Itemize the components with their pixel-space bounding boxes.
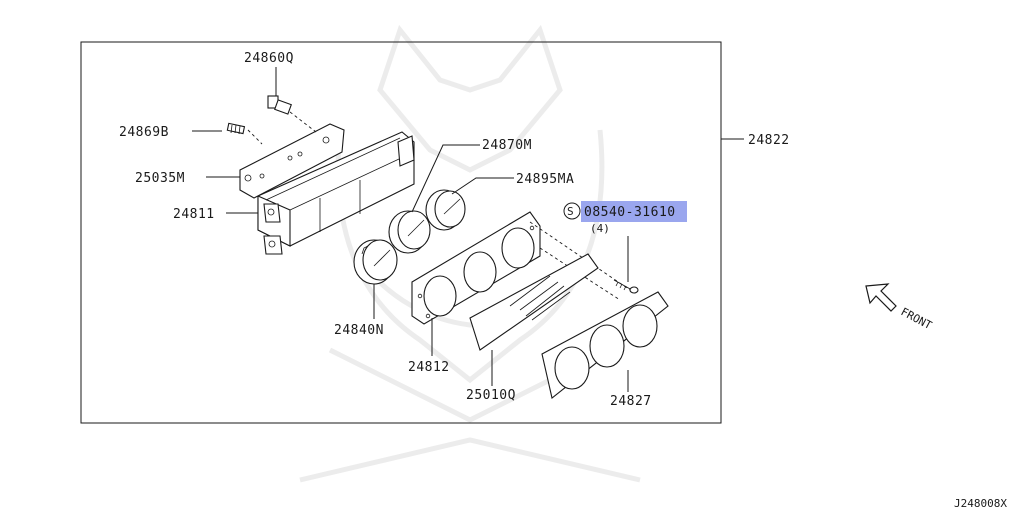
label-24811: 24811: [173, 207, 215, 222]
label-24860Q: 24860Q: [244, 51, 294, 66]
label-24812: 24812: [408, 360, 450, 375]
diagram-code: J248008X: [954, 497, 1007, 510]
gauges-drawing: [353, 189, 466, 285]
label-24869B: 24869B: [119, 125, 169, 140]
front-label: FRONT: [899, 305, 935, 332]
diagram-frame: [80, 41, 722, 424]
screw-quantity: (4): [590, 222, 610, 235]
screw-part-number[interactable]: 08540-31610: [584, 205, 676, 220]
screw-highlight: [581, 201, 687, 222]
label-25010Q: 25010Q: [466, 388, 516, 403]
label-25035M: 25035M: [135, 171, 185, 186]
front-arrow-icon: [865, 283, 897, 312]
screw-symbol-circle: [563, 202, 581, 220]
bezel-24812-drawing: [411, 211, 631, 325]
screw-drawing: [613, 279, 639, 294]
label-24840N: 24840N: [334, 323, 384, 338]
bracket-24811-drawing: [226, 95, 415, 255]
screw-callout[interactable]: S 08540-31610 (4): [563, 201, 687, 235]
leader-lines: [192, 67, 629, 392]
finisher-24827-drawing: [541, 291, 669, 399]
label-24827: 24827: [610, 394, 652, 409]
label-24870M: 24870M: [482, 138, 532, 153]
front-direction-indicator: FRONT: [865, 283, 935, 332]
screw-symbol: S: [567, 205, 574, 218]
label-24822: 24822: [748, 133, 790, 148]
label-24895MA: 24895MA: [516, 172, 574, 187]
lens-25010Q-drawing: [469, 253, 599, 351]
